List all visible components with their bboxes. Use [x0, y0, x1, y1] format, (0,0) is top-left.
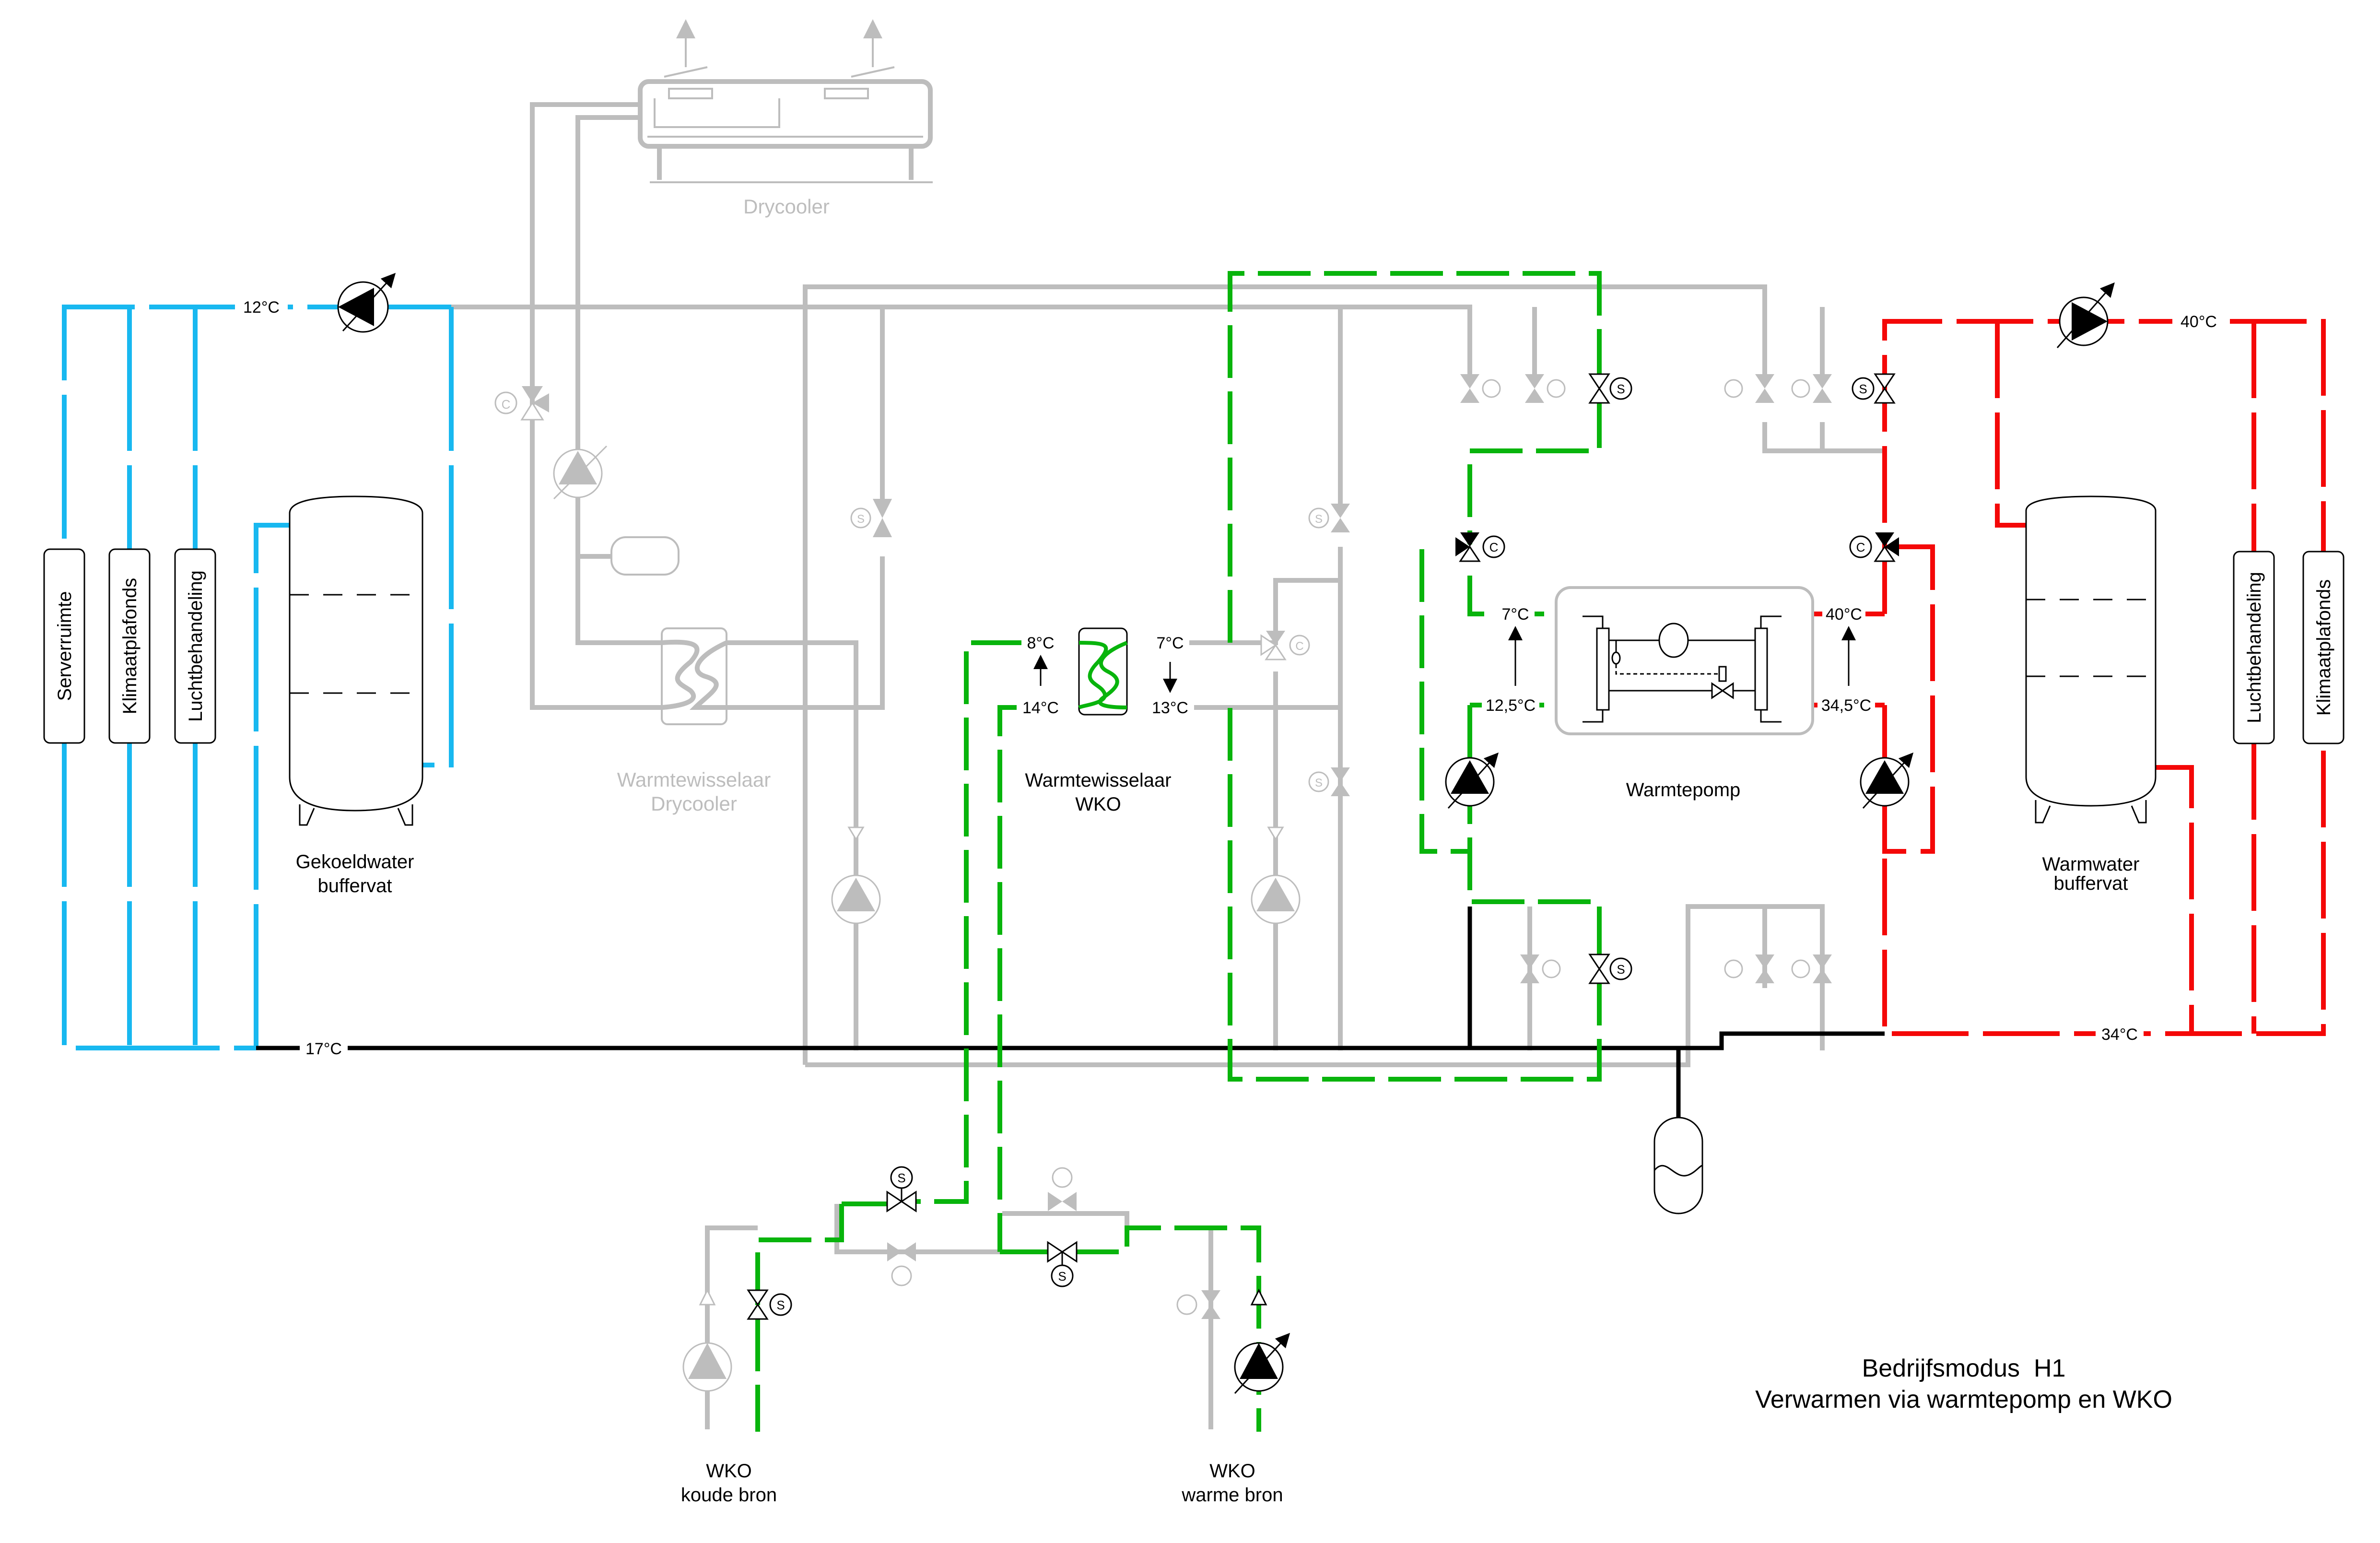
temp-hot-supply: 40°C	[2181, 313, 2217, 331]
valve-wko-3-icon[interactable]	[887, 1242, 916, 1286]
pump-cooling-icon[interactable]	[337, 272, 396, 333]
wko-warm-label-1: WKO	[1209, 1461, 1255, 1482]
valve-s-bot-4-icon[interactable]	[1791, 954, 1832, 983]
valve-s-label: S	[1859, 382, 1867, 396]
consumer-label: Luchtbehandeling	[2244, 572, 2265, 723]
temp-hp-cond-out: 40°C	[1826, 605, 1862, 624]
cooling-circuit	[62, 305, 454, 1050]
valve-s-bot-3-icon[interactable]	[1724, 954, 1774, 983]
consumer-label: Klimaatplafonds	[2313, 579, 2334, 716]
valve-shutoff-gray-2-icon[interactable]: S	[1308, 504, 1350, 532]
valve-s-label: S	[776, 1298, 785, 1312]
consumer-label: Klimaatplafonds	[119, 578, 141, 715]
consumer-label: Luchtbehandeling	[185, 570, 206, 722]
hot-buffer-label-1: Warmwater	[2042, 854, 2140, 875]
pump-gray-2-icon[interactable]	[831, 826, 881, 924]
temp-hp-cond-in: 34,5°C	[1821, 696, 1871, 715]
cold-buffer-label-2: buffervat	[318, 875, 392, 896]
valve-c-label: C	[1856, 540, 1865, 554]
valve-3way-cond-icon[interactable]: C	[1849, 532, 1899, 562]
wko-cold-label-1: WKO	[706, 1461, 752, 1482]
valve-wko-cold-active-icon[interactable]: S	[747, 1289, 792, 1320]
hx-wko-label-1: Warmtewisselaar	[1025, 770, 1171, 791]
cold-buffer-tank	[289, 495, 423, 826]
valve-c-label: C	[1489, 540, 1499, 554]
pump-drycooler-icon[interactable]	[553, 445, 608, 500]
valve-s-label: S	[1617, 382, 1625, 396]
valve-3way-gray-icon[interactable]: C	[1260, 631, 1310, 660]
drycooler	[638, 19, 933, 183]
pump-wko-cold-icon[interactable]	[682, 1288, 732, 1392]
return-line	[256, 907, 1885, 1122]
pump-gray-3-icon[interactable]	[1251, 826, 1301, 924]
expansion-vessel-gray	[610, 536, 680, 576]
wko-warm-label-2: warme bron	[1181, 1484, 1283, 1506]
valve-s-label: S	[1315, 777, 1323, 789]
hx-drycooler-label-2: Drycooler	[651, 792, 737, 815]
hx-drycooler-label-1: Warmtewisselaar	[617, 768, 771, 791]
pump-wko-warm-icon[interactable]	[1234, 1288, 1290, 1394]
valve-s-label: S	[1058, 1269, 1066, 1284]
valve-wko-warm-icon[interactable]	[1176, 1290, 1220, 1319]
inactive-piping	[451, 102, 1885, 1429]
hot-buffer-tank	[2025, 495, 2157, 824]
pump-cond-icon[interactable]	[1860, 752, 1914, 809]
valve-shutoff-gray-1-icon[interactable]: S	[850, 499, 892, 537]
valve-shutoff-gray-3-icon[interactable]: S	[1308, 767, 1350, 796]
hx-drycooler	[661, 627, 728, 725]
consumer-klimaatplafonds-hot: Klimaatplafonds	[2302, 551, 2345, 744]
drycooler-label: Drycooler	[743, 195, 830, 218]
consumer-klimaatplafonds: Klimaatplafonds	[108, 548, 151, 744]
valve-wko-2-icon[interactable]	[1048, 1167, 1077, 1211]
temp-hx-wko-14: 14°C	[1022, 699, 1059, 717]
consumer-luchtbehandeling-hot: Luchtbehandeling	[2233, 551, 2275, 744]
wko-cold-label-2: koude bron	[681, 1484, 777, 1506]
valve-c-label: C	[502, 397, 511, 412]
temp-hx-wko-13: 13°C	[1152, 699, 1188, 717]
valve-s-top-3-active-icon[interactable]: S	[1588, 373, 1632, 404]
heat-pump	[1555, 586, 1814, 735]
valve-3way-drycooler-icon[interactable]: C	[494, 386, 549, 421]
valve-s-top-6-active-icon[interactable]: S	[1852, 373, 1896, 404]
temp-hp-evap-out: 7°C	[1501, 605, 1529, 624]
hot-buffer-label-2: buffervat	[2054, 873, 2128, 894]
valve-wko-1-active-icon[interactable]: S	[886, 1166, 917, 1213]
expansion-vessel	[1653, 1117, 1703, 1214]
valve-s-label: S	[1617, 962, 1625, 977]
consumer-label: Serverruimte	[54, 591, 75, 701]
valve-s-top-2-icon[interactable]	[1525, 374, 1566, 403]
mode-subtitle: Verwarmen via warmtepomp en WKO	[1755, 1386, 2172, 1413]
temp-hx-wko-8: 8°C	[1027, 634, 1054, 652]
valve-s-label: S	[857, 513, 865, 526]
valve-s-label: S	[1315, 513, 1323, 526]
temp-hp-evap-in: 12,5°C	[1486, 696, 1536, 715]
consumer-serverruimte: Serverruimte	[43, 548, 85, 744]
valve-s-bot-2-active-icon[interactable]: S	[1588, 954, 1632, 984]
cold-buffer-label-1: Gekoeldwater	[296, 851, 414, 872]
hx-wko	[1078, 627, 1128, 716]
hx-wko-label-2: WKO	[1075, 794, 1121, 815]
temp-cold-return: 17°C	[305, 1040, 342, 1058]
pump-heating-icon[interactable]	[2056, 282, 2115, 348]
valve-3way-evap-icon[interactable]: C	[1455, 532, 1505, 562]
temp-hx-wko-7: 7°C	[1156, 634, 1184, 652]
temp-hot-return: 34°C	[2101, 1025, 2138, 1044]
valve-s-top-1-icon[interactable]	[1460, 374, 1501, 403]
mode-title: Bedrijfsmodus H1	[1862, 1355, 2066, 1382]
valve-s-top-4-icon[interactable]	[1724, 374, 1774, 403]
temp-cold-supply: 12°C	[243, 298, 280, 317]
source-circuit	[755, 271, 1602, 1432]
valve-s-bot-1-icon[interactable]	[1520, 954, 1561, 983]
consumer-luchtbehandeling: Luchtbehandeling	[174, 548, 216, 744]
pump-evap-icon[interactable]	[1445, 752, 1499, 809]
valve-s-top-5-icon[interactable]	[1791, 374, 1832, 403]
valve-wko-4-active-icon[interactable]: S	[1047, 1241, 1078, 1287]
valve-c-label: C	[1295, 640, 1303, 653]
heat-pump-label: Warmtepomp	[1626, 779, 1741, 801]
valve-s-label: S	[897, 1171, 905, 1185]
